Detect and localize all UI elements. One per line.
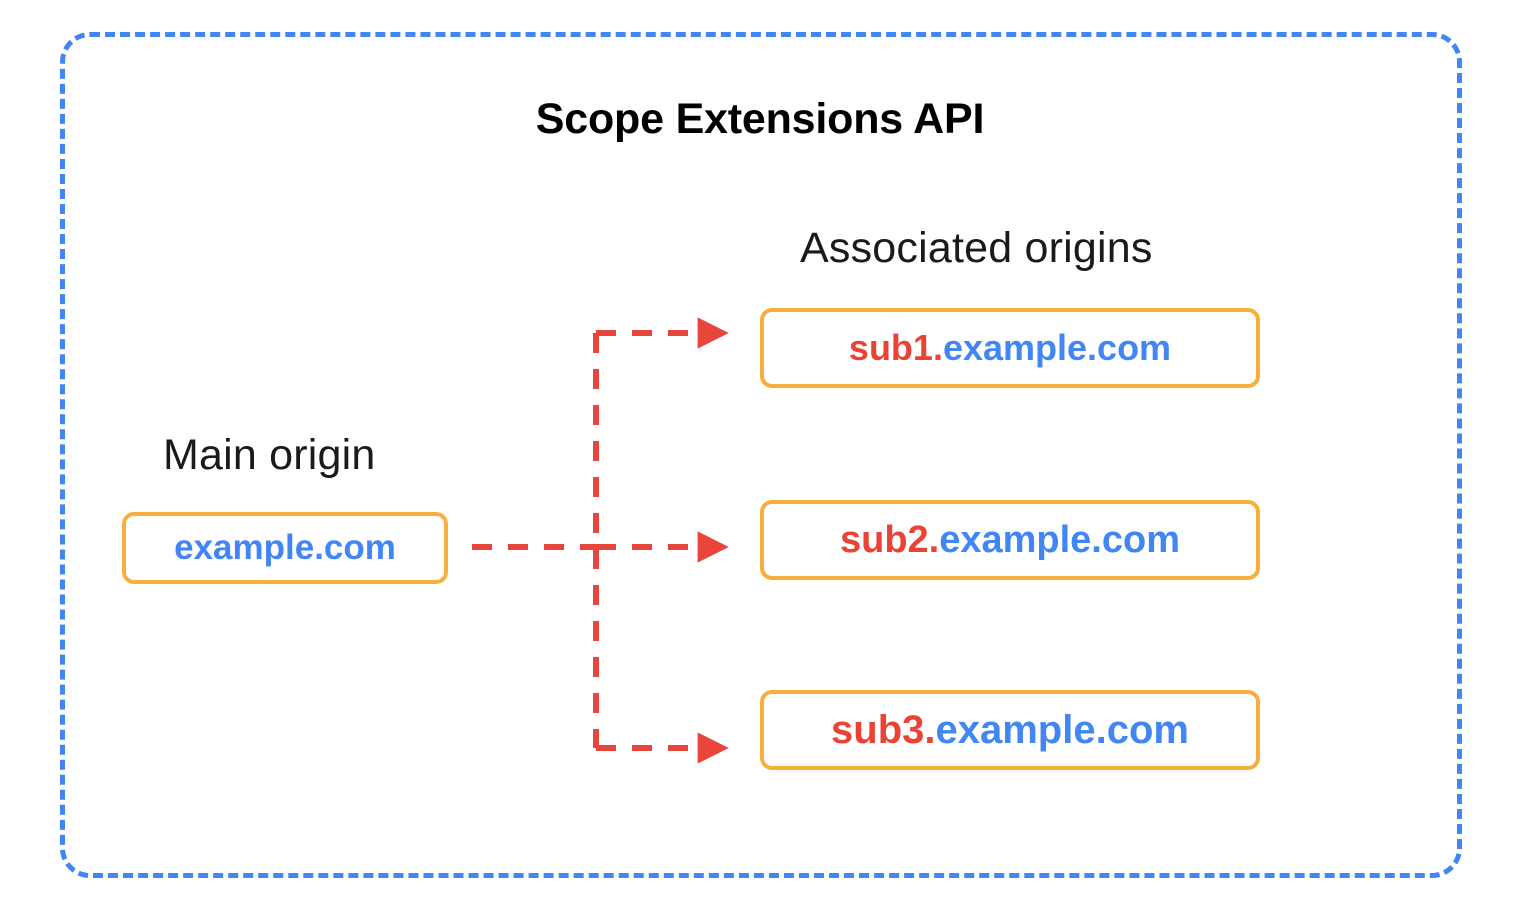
- sub1-subdomain-text: sub1.: [848, 327, 943, 368]
- page-title: Scope Extensions API: [535, 95, 985, 143]
- associated-origins-label: Associated origins: [800, 224, 1153, 272]
- sub1-host-text: example.com: [942, 327, 1172, 368]
- main-origin-label: Main origin: [163, 431, 376, 479]
- sub2-subdomain-text: sub2.: [839, 518, 940, 561]
- associated-origin-box-sub1[interactable]: sub1.example.com: [760, 308, 1260, 388]
- main-origin-host-text: example.com: [174, 528, 396, 567]
- associated-origin-box-sub2[interactable]: sub2.example.com: [760, 500, 1260, 580]
- scope-extensions-frame: [60, 32, 1462, 878]
- associated-origin-box-sub3[interactable]: sub3.example.com: [760, 690, 1260, 770]
- sub3-host-text: example.com: [935, 707, 1189, 752]
- main-origin-box[interactable]: example.com: [122, 512, 448, 584]
- sub2-host-text: example.com: [939, 518, 1181, 561]
- sub3-subdomain-text: sub3.: [831, 707, 936, 752]
